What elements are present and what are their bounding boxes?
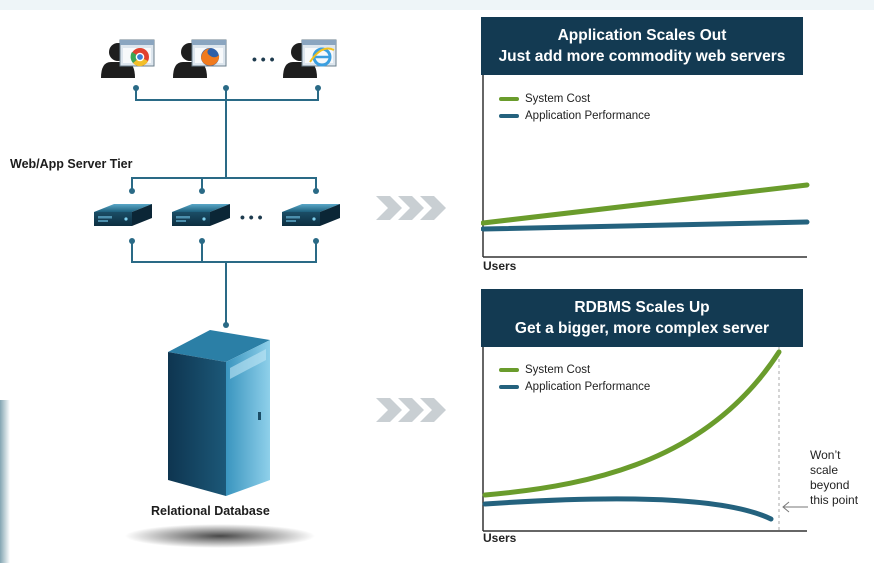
panel-title: RDBMS Scales Up [574,299,710,316]
legend-item-system-cost: System Cost [499,361,650,378]
panel-header: Application Scales Out Just add more com… [481,17,803,75]
database-tower-icon [125,330,315,548]
panel-subtitle: Just add more commodity web servers [498,48,786,65]
ellipsis: • • • [240,209,263,225]
scale-out-panel: Application Scales Out Just add more com… [481,17,810,275]
system-cost-line [481,182,810,226]
scale-up-chart [482,347,807,532]
chevron-arrow-icon [376,398,446,422]
x-axis-label: Users [483,259,517,273]
svg-text:• • •: • • • [252,51,275,67]
chrome-browser-icon [119,39,155,67]
ie-browser-icon [301,39,337,67]
legend-item-app-performance: Application Performance [499,107,650,124]
scale-up-panel: RDBMS Scales Up Get a bigger, more compl… [481,289,807,551]
connector-dots [129,85,321,328]
legend-item-app-performance: Application Performance [499,378,650,395]
scale-out-chart [481,75,810,258]
legend-item-system-cost: System Cost [499,90,650,107]
server-icon [282,204,340,226]
tier-label: Web/App Server Tier [10,157,133,171]
legend: System Cost Application Performance [499,90,650,124]
left-edge-decoration [0,400,10,563]
top-strip [0,0,874,10]
ellipsis: • • • [252,51,275,67]
app-performance-curve [482,496,774,522]
server-icon [172,204,230,226]
database-label: Relational Database [151,504,270,518]
panel-title: Application Scales Out [557,27,727,44]
system-cost-curve [482,349,782,498]
server-icon [94,204,152,226]
scale-limit-annotation: Won’t scale beyond this point [810,448,859,507]
chevron-arrow-icon [376,196,446,220]
panel-subtitle: Get a bigger, more complex server [514,320,770,337]
x-axis-label: Users [483,531,517,545]
architecture-diagram: • • • • • • [94,39,340,548]
annotation-arrow-icon [782,501,808,513]
app-performance-line [481,219,810,232]
legend: System Cost Application Performance [499,361,650,395]
panel-header: RDBMS Scales Up Get a bigger, more compl… [481,289,803,347]
firefox-browser-icon [191,39,227,67]
